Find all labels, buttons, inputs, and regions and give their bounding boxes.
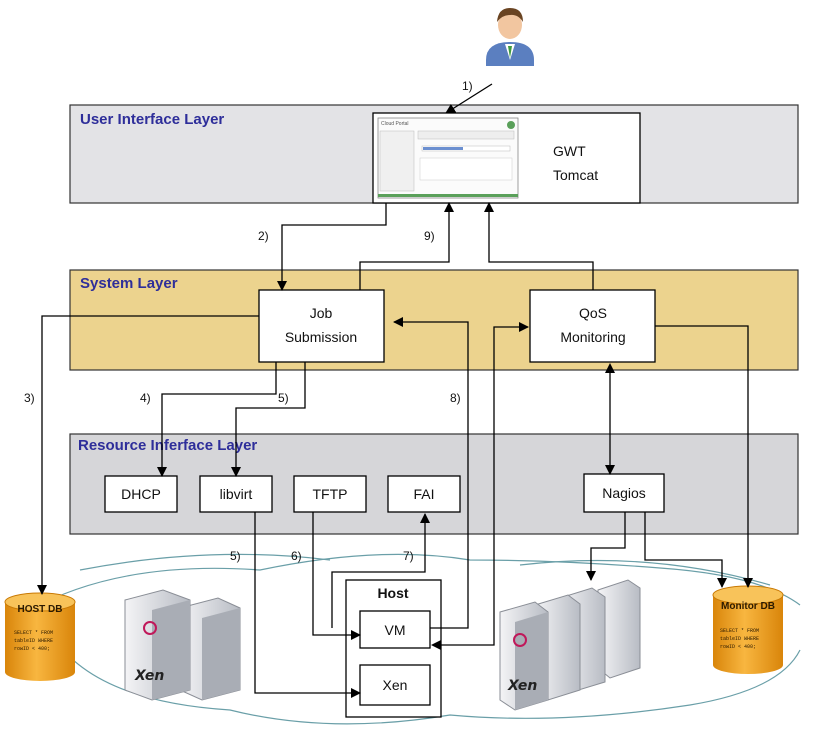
step-label-2: 2) [258, 229, 269, 243]
resource-layer-title: Resource Inferface Layer [78, 437, 257, 454]
arrow-nagios-monitordb [644, 512, 727, 588]
libvirt-box: libvirt [199, 475, 273, 513]
arrow-step-4 [157, 362, 277, 477]
host-db-query-1: SELECT * FROM [14, 630, 53, 636]
arrow-qos-monitordb [655, 325, 753, 588]
xen-logo-left: Xen [134, 668, 164, 684]
step-label-9: 9) [424, 229, 435, 243]
monitor-db-query-1: SELECT * FROM [720, 628, 759, 634]
monitor-db-query-3: rowID < 400; [720, 644, 756, 650]
nagios-label: Nagios [602, 485, 646, 501]
monitoring-label: Monitoring [560, 329, 625, 345]
job-submission-box: Job Submission [258, 289, 385, 363]
host-db-query-2: tableID WHERE [14, 638, 53, 644]
dhcp-box: DHCP [104, 475, 178, 513]
arrow-step-6 [312, 512, 361, 640]
step-label-3: 3) [24, 391, 35, 405]
step-label-1: 1) [462, 79, 473, 93]
arrow-step-1 [445, 83, 493, 114]
step-label-5-top: 5) [278, 391, 289, 405]
libvirt-label: libvirt [220, 486, 253, 502]
host-db-icon: HOST DB SELECT * FROM tableID WHERE rowI… [4, 592, 76, 681]
qos-monitoring-box: QoS Monitoring [529, 289, 656, 363]
job-label: Job [310, 305, 333, 321]
tftp-label: TFTP [313, 486, 348, 502]
arrow-nagios-servers [586, 512, 626, 581]
host-db-query-3: rowID < 400; [14, 646, 50, 652]
xen-server-icon: Xen [124, 589, 241, 701]
step-label-5-bottom: 5) [230, 549, 241, 563]
xen-server-cluster-icon: Xen [499, 579, 641, 711]
arrow-step-7 [331, 513, 430, 628]
step-label-7: 7) [403, 549, 414, 563]
xen-logo-right: Xen [507, 678, 537, 694]
fai-label: FAI [413, 486, 434, 502]
step-label-8: 8) [450, 391, 461, 405]
tftp-box: TFTP [293, 475, 367, 513]
arrow-step-2 [277, 203, 387, 291]
arrow-vm-qos [431, 322, 529, 650]
host-db-title: HOST DB [18, 604, 63, 615]
connectors [37, 83, 753, 698]
arrow-qos-ui [484, 202, 594, 290]
tomcat-label: Tomcat [553, 167, 598, 183]
dhcp-label: DHCP [121, 486, 161, 502]
monitor-db-icon: Monitor DB SELECT * FROM tableID WHERE r… [712, 585, 784, 674]
arrow-step-5-libvirt [231, 362, 306, 477]
fai-box: FAI [387, 475, 461, 513]
arrow-step-9 [359, 202, 454, 290]
gwt-label: GWT [553, 143, 586, 159]
vm-box: VM [359, 610, 431, 649]
portal-screenshot: Cloud Portal [377, 117, 519, 199]
portal-title: Cloud Portal [381, 121, 409, 127]
step-label-4: 4) [140, 391, 151, 405]
arrow-step-3 [37, 315, 259, 595]
monitor-db-title: Monitor DB [721, 601, 775, 612]
qos-label: QoS [579, 305, 607, 321]
arrow-step-5-xen [254, 512, 361, 698]
xen-box: Xen [359, 664, 431, 706]
system-layer-title: System Layer [80, 275, 178, 292]
xen-label: Xen [383, 677, 408, 693]
user-icon [486, 8, 534, 66]
vm-label: VM [385, 622, 406, 638]
system-layer: System Layer [69, 269, 799, 371]
nagios-box: Nagios [583, 473, 665, 513]
ui-layer-title: User Interface Layer [80, 111, 224, 128]
monitor-db-query-2: tableID WHERE [720, 636, 759, 642]
step-label-6: 6) [291, 549, 302, 563]
submission-label: Submission [285, 329, 357, 345]
host-title: Host [377, 585, 408, 601]
